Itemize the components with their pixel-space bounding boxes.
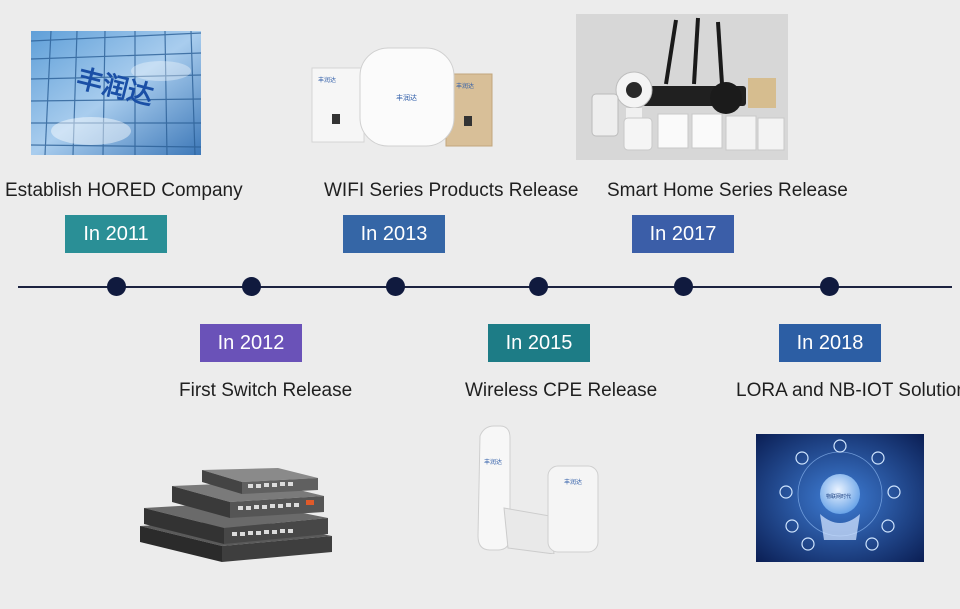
timeline-dot-2012 — [242, 277, 261, 296]
milestone-caption-2011: Establish HORED Company — [5, 180, 243, 201]
device-brand-label: 丰润达 — [456, 82, 474, 90]
milestone-caption-2018: LORA and NB-IOT Solution — [736, 380, 960, 401]
iot-solution-photo: 物联网时代 — [756, 434, 924, 562]
device-brand-label: 丰润达 — [318, 76, 336, 84]
wireless-cpe-photo: 丰润达 丰润达 — [464, 424, 604, 554]
year-badge-2013: In 2013 — [343, 215, 445, 253]
timeline-dot-2013 — [386, 277, 405, 296]
year-badge-2015: In 2015 — [488, 324, 590, 362]
timeline-dot-2015 — [529, 277, 548, 296]
device-brand-label: 丰润达 — [396, 93, 417, 102]
milestone-caption-2013: WIFI Series Products Release — [324, 180, 579, 201]
timeline-dot-2011 — [107, 277, 126, 296]
timeline-axis — [18, 286, 952, 288]
globe-text: 物联网时代 — [826, 493, 851, 500]
switch-products-photo — [138, 462, 334, 566]
timeline-dot-2017 — [674, 277, 693, 296]
smart-home-photo — [576, 14, 788, 160]
milestone-caption-2015: Wireless CPE Release — [465, 380, 658, 401]
timeline-dot-2018 — [820, 277, 839, 296]
milestone-caption-2012: First Switch Release — [179, 380, 353, 401]
company-building-photo: 丰润达 — [31, 31, 201, 155]
device-brand-label: 丰润达 — [484, 458, 502, 466]
milestone-caption-2017: Smart Home Series Release — [607, 180, 848, 201]
year-badge-2018: In 2018 — [779, 324, 881, 362]
wifi-products-photo: 丰润达 丰润达 丰润达 — [306, 44, 498, 154]
year-badge-2017: In 2017 — [632, 215, 734, 253]
year-badge-2011: In 2011 — [65, 215, 167, 253]
device-brand-label: 丰润达 — [564, 478, 582, 486]
year-badge-2012: In 2012 — [200, 324, 302, 362]
